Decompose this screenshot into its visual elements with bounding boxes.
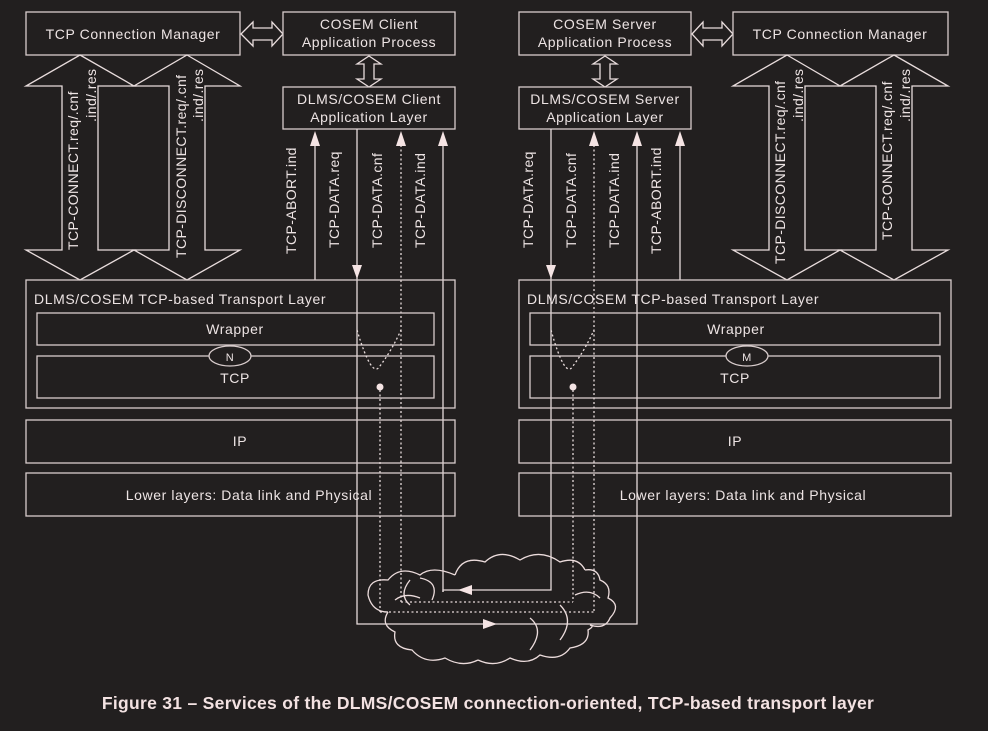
- client-disconnect-label-1: TCP-DISCONNECT.req/.cnf: [173, 75, 189, 258]
- network-paths: [356, 562, 638, 629]
- server-app-process-line2: Application Process: [538, 34, 672, 50]
- server-wrapper-label: Wrapper: [707, 321, 765, 337]
- client-conn-manager-label: TCP Connection Manager: [46, 26, 221, 42]
- server-port-ellipse: [725, 345, 769, 367]
- server-wrapper-dotted-curve: [550, 329, 595, 370]
- server-app-layer-line2: Application Layer: [546, 109, 664, 125]
- client-port-ellipse: [208, 345, 252, 367]
- client-app-process-box: COSEM Client Application Process: [282, 11, 456, 56]
- server-port-label: M: [742, 352, 752, 364]
- client-app-layer-line1: DLMS/COSEM Client: [297, 91, 441, 107]
- client-connect-labels: TCP-CONNECT.req/.cnf .ind/.res TCP-DISCO…: [65, 69, 206, 258]
- client-connect-label-1: TCP-CONNECT.req/.cnf: [65, 91, 81, 250]
- server-service-data-cnf: TCP-DATA.cnf: [563, 153, 579, 248]
- client-abort-arrowhead: [310, 131, 320, 146]
- client-data-req-arrowhead: [352, 265, 362, 279]
- client-app-process-line1: COSEM Client: [320, 16, 418, 32]
- client-app-layer-box: DLMS/COSEM Client Application Layer: [282, 86, 456, 130]
- client-ip-box: IP: [25, 419, 456, 464]
- client-disconnect-label-2: .ind/.res: [190, 69, 206, 122]
- server-data-ind-arrowhead: [632, 131, 642, 146]
- client-app-layer-line2: Application Layer: [310, 109, 428, 125]
- server-transport-layer: DLMS/COSEM TCP-based Transport Layer Wra…: [518, 279, 952, 409]
- client-side: TCP Connection Manager COSEM Client Appl…: [23, 11, 456, 612]
- server-abort-arrowhead: [675, 131, 685, 146]
- server-data-cnf-arrowhead: [589, 131, 599, 146]
- server-ip-label: IP: [728, 433, 742, 449]
- network-cloud: [367, 553, 617, 665]
- server-ap-mgr-double-arrow: [691, 20, 734, 48]
- server-app-process-box: COSEM Server Application Process: [518, 11, 692, 56]
- path-arrow-left: [458, 585, 472, 595]
- client-data-cnf-arrowhead: [396, 131, 406, 146]
- client-ap-al-double-arrow: [354, 55, 384, 88]
- client-wrapper-label: Wrapper: [206, 321, 264, 337]
- server-app-layer-line1: DLMS/COSEM Server: [530, 91, 679, 107]
- client-port-label: N: [226, 352, 235, 364]
- client-service-data-cnf: TCP-DATA.cnf: [369, 153, 385, 248]
- figure-caption: Figure 31 – Services of the DLMS/COSEM c…: [102, 693, 874, 713]
- server-tcp-label: TCP: [720, 370, 750, 386]
- server-conn-manager-box: TCP Connection Manager: [732, 11, 949, 56]
- server-disconnect-label-2: .ind/.res: [790, 69, 806, 122]
- client-lower-layers-box: Lower layers: Data link and Physical: [25, 472, 456, 517]
- client-service-abort: TCP-ABORT.ind: [283, 147, 299, 254]
- server-side: COSEM Server Application Process TCP Con…: [518, 11, 952, 620]
- server-service-data-ind: TCP-DATA.ind: [606, 153, 622, 248]
- client-app-process-line2: Application Process: [302, 34, 436, 50]
- client-mgr-ap-double-arrow: [240, 20, 284, 48]
- client-tcp-dot: [376, 383, 384, 391]
- server-app-layer-box: DLMS/COSEM Server Application Layer: [518, 86, 692, 130]
- server-conn-manager-label: TCP Connection Manager: [753, 26, 928, 42]
- server-service-abort: TCP-ABORT.ind: [648, 147, 664, 254]
- path-server-req-to-client-ind: [442, 562, 552, 592]
- client-connect-label-2: .ind/.res: [83, 69, 99, 122]
- server-ip-box: IP: [518, 419, 952, 464]
- server-connect-label-1: TCP-CONNECT.req/.cnf: [879, 81, 895, 240]
- server-connect-label-2: .ind/.res: [897, 69, 913, 122]
- server-ap-al-double-arrow: [590, 55, 620, 88]
- path-client-req-to-server-ind: [356, 590, 638, 625]
- server-service-data-req: TCP-DATA.req: [520, 151, 536, 248]
- client-service-data-req: TCP-DATA.req: [326, 151, 342, 248]
- path-arrow-right: [483, 619, 497, 629]
- server-service-lines: TCP-DATA.req TCP-DATA.cnf TCP-DATA.ind T…: [520, 129, 685, 620]
- client-ip-label: IP: [233, 433, 247, 449]
- server-lower-layers-label: Lower layers: Data link and Physical: [620, 487, 866, 503]
- server-data-req-arrowhead: [546, 265, 556, 279]
- client-service-data-ind: TCP-DATA.ind: [412, 153, 428, 248]
- client-transport-layer-label: DLMS/COSEM TCP-based Transport Layer: [34, 291, 326, 307]
- client-data-ind-arrowhead: [438, 131, 448, 146]
- server-connect-labels: TCP-DISCONNECT.req/.cnf .ind/.res TCP-CO…: [772, 69, 913, 264]
- client-transport-layer: DLMS/COSEM TCP-based Transport Layer Wra…: [25, 279, 456, 409]
- client-wrapper-dotted-curve: [356, 329, 402, 370]
- server-app-process-line1: COSEM Server: [553, 16, 657, 32]
- client-service-lines: TCP-ABORT.ind TCP-DATA.req TCP-DATA.cnf …: [283, 129, 448, 592]
- client-conn-manager-box: TCP Connection Manager: [25, 11, 241, 56]
- server-disconnect-label-1: TCP-DISCONNECT.req/.cnf: [772, 81, 788, 264]
- client-lower-layers-label: Lower layers: Data link and Physical: [126, 487, 372, 503]
- server-tcp-dot: [569, 383, 577, 391]
- server-transport-layer-label: DLMS/COSEM TCP-based Transport Layer: [527, 291, 819, 307]
- client-tcp-label: TCP: [220, 370, 250, 386]
- server-lower-layers-box: Lower layers: Data link and Physical: [518, 472, 952, 517]
